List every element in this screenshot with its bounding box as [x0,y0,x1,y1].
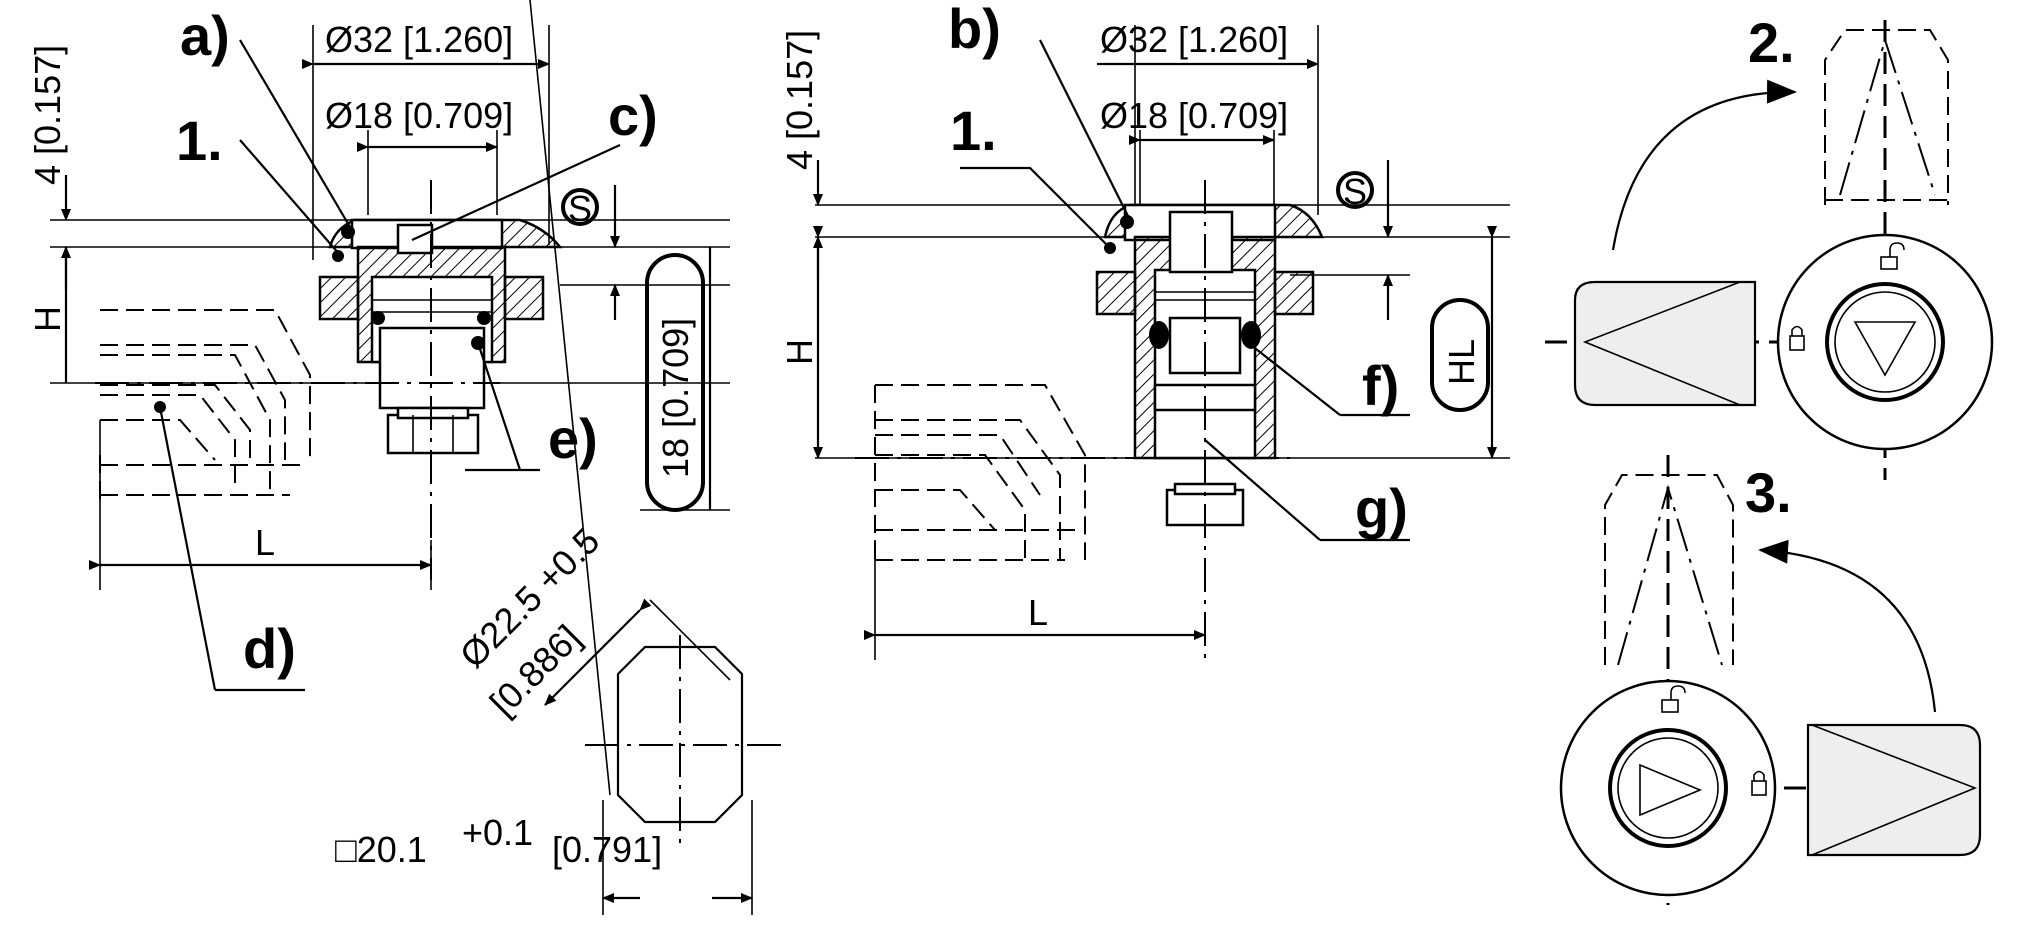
lock-closed-icon [1789,325,1805,351]
dim-dia18-right: Ø18 [0.709] [1100,95,1288,136]
label-step2: 2. [1748,11,1795,74]
rotation-view-3 [1559,455,1982,905]
label-step1-right: 1. [950,99,997,162]
lock-open-icon [1661,685,1686,713]
dim-dia32-right: Ø32 [1.260] [1100,19,1288,60]
dim-hl: HL [1441,339,1482,385]
lock-open-icon [1880,242,1905,270]
dim-square-201: □20.1 [335,829,427,870]
label-d: d) [243,617,296,680]
label-g: g) [1355,477,1408,540]
label-b: b) [948,0,1001,60]
s-symbol-right: S [1343,171,1367,212]
right-section-view: S [813,25,1510,660]
dim-l-left: L [255,522,275,563]
lock-closed-icon [1751,770,1767,796]
dim-l-right: L [1028,592,1048,633]
dim-dia18-left: Ø18 [0.709] [325,95,513,136]
left-section-view: S [50,25,730,692]
s-symbol-left: S [568,188,592,229]
dim-length-18: 18 [0.709] [655,318,696,478]
dim-h-right: H [779,339,820,365]
dim-square-inch: [0.791] [552,829,662,870]
label-c: c) [608,84,658,147]
label-step1-left: 1. [176,109,223,172]
label-f: f) [1362,354,1399,417]
label-step3: 3. [1745,461,1792,524]
dim-thickness-right: 4 [0.157] [779,30,820,170]
dim-dia32-left: Ø32 [1.260] [325,19,513,60]
dim-square-tolerance: +0.1 [462,812,533,853]
dim-thickness-left: 4 [0.157] [27,45,68,185]
label-e: e) [548,407,598,470]
panel-cutout-view [529,0,785,915]
dim-h-left: H [27,306,68,332]
label-a: a) [180,4,230,67]
rotation-view-2 [1545,20,1994,480]
